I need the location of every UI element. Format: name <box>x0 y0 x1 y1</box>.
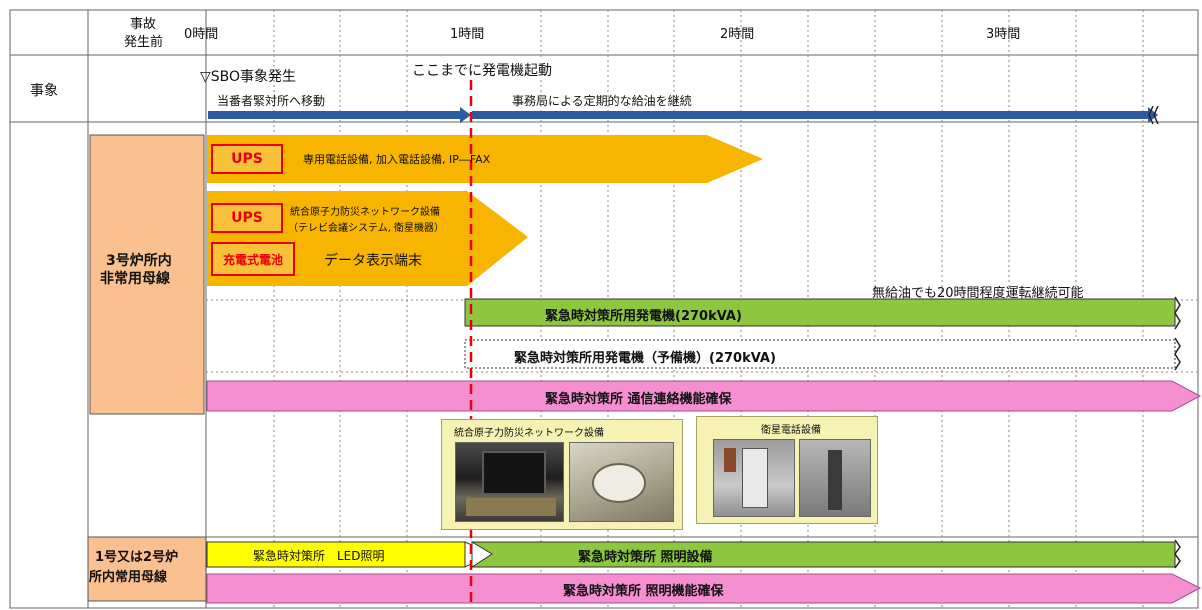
before-label-line1: 事故 <box>130 17 157 32</box>
unit3-label-line1: 3号炉所内 <box>106 253 172 269</box>
network-equipment-photo <box>455 442 564 522</box>
lighting-label: 緊急時対策所 照明設備 <box>578 550 713 565</box>
generator-spare-label: 緊急時対策所用発電機（予備機）(270kVA) <box>514 351 776 366</box>
time-label-2h: 2時間 <box>720 27 755 42</box>
satellite-dish-photo <box>569 442 674 522</box>
move-arrow <box>208 107 471 123</box>
comm-ensure-label: 緊急時対策所 通信連絡機能確保 <box>545 392 732 407</box>
refuel-arrow <box>472 107 1158 123</box>
led-label: 緊急時対策所 LED照明 <box>253 549 385 563</box>
generator-start-label: ここまでに発電機起動 <box>412 60 552 80</box>
battery-text: データ表示端末 <box>324 253 422 269</box>
before-label-line2: 発生前 <box>124 35 164 50</box>
unit12-label-line2: 所内常用母線 <box>89 570 168 585</box>
time-label-0h: 0時間 <box>184 27 219 42</box>
satphone-photo-panel: 衛星電話設備 <box>696 416 878 524</box>
ups2-badge: UPS <box>211 203 283 233</box>
network-photo-panel: 統合原子力防災ネットワーク設備 <box>441 419 683 530</box>
generator-label: 緊急時対策所用発電機(270kVA) <box>545 309 742 324</box>
satphone-antenna-photo <box>799 439 871 517</box>
lighting-ensure-label: 緊急時対策所 照明機能確保 <box>563 584 724 599</box>
ups1-text: 専用電話設備, 加入電話設備, IP―FAX <box>303 153 491 166</box>
comm-ensure-bar <box>206 380 1202 412</box>
move-label: 当番者緊対所へ移動 <box>217 94 326 108</box>
satphone-photo-title: 衛星電話設備 <box>761 425 821 436</box>
unit3-label-box <box>89 134 205 415</box>
time-label-1h: 1時間 <box>450 27 485 42</box>
network-photo-title: 統合原子力防災ネットワーク設備 <box>454 428 604 439</box>
ups2-text-line1: 統合原子力防災ネットワーク設備 <box>290 207 440 218</box>
lighting-ensure-bar <box>206 573 1202 604</box>
refuel-label: 事務局による定期的な給油を継続 <box>512 94 692 108</box>
no-refuel-note: 無給油でも20時間程度運転継続可能 <box>872 286 1084 301</box>
break-mark <box>1174 539 1181 569</box>
time-label-3h: 3時間 <box>986 27 1021 42</box>
unit3-label-line2: 非常用母線 <box>100 271 170 287</box>
battery-badge: 充電式電池 <box>211 242 295 276</box>
sbo-event-label: ▽SBO事象発生 <box>200 69 297 85</box>
break-mark <box>1174 337 1181 371</box>
break-mark <box>1148 105 1159 125</box>
generator-bar <box>464 298 1176 327</box>
event-row-label: 事象 <box>30 83 58 99</box>
satphone-photo <box>713 439 795 517</box>
grid-frame <box>9 9 1199 609</box>
ups1-bar <box>207 135 763 183</box>
unit12-label-line1: 1号又は2号炉 <box>95 550 179 565</box>
ups1-badge: UPS <box>211 144 283 174</box>
generator-spare-bar <box>464 339 1176 369</box>
break-mark <box>1174 296 1181 330</box>
lighting-notch <box>471 541 493 568</box>
unit12-label-box <box>87 536 207 602</box>
ups2-text-line2: （テレビ会議システム, 衛星機器） <box>288 223 445 234</box>
